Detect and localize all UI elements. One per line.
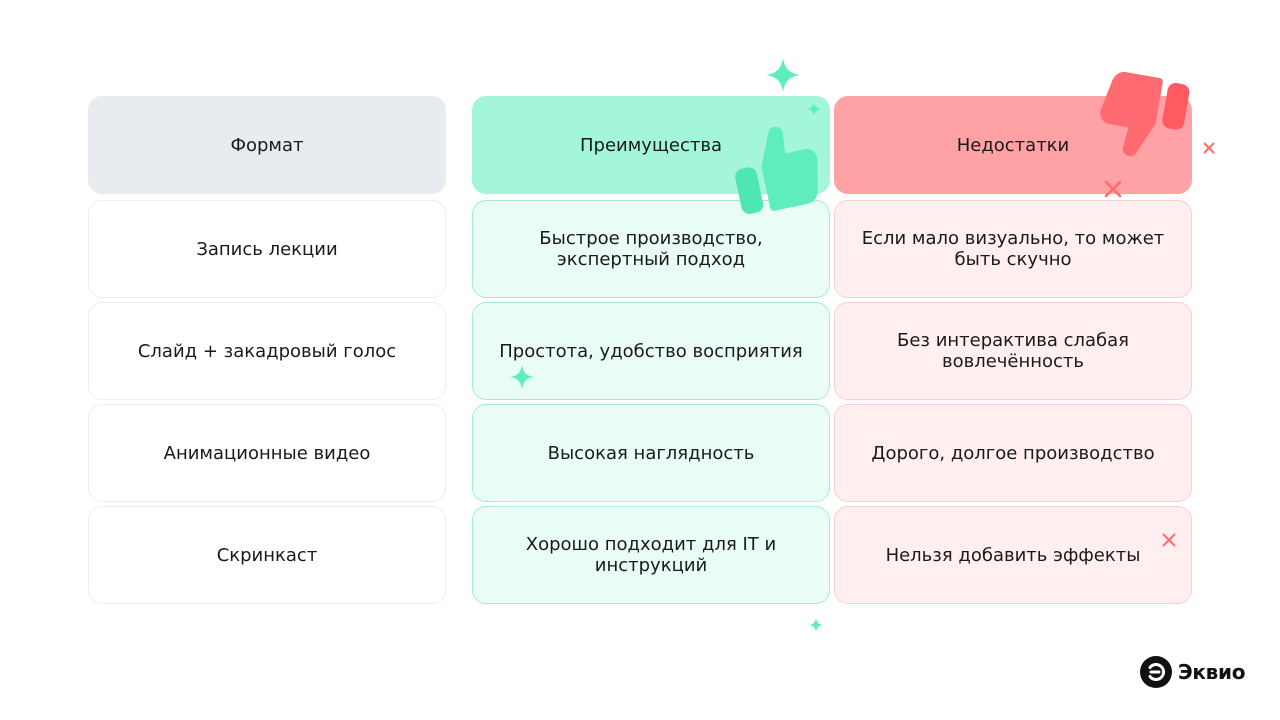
pros-cell: Быстрое производство, экспертный подход [472, 200, 830, 298]
format-text: Скринкаст [216, 544, 318, 566]
sparkle-icon [807, 102, 821, 116]
pros-cell: Простота, удобство восприятия [472, 302, 830, 400]
cons-text: Без интерактива слабая вовлечённость [896, 330, 1129, 372]
format-text: Запись лекции [196, 238, 338, 260]
equio-logo-icon [1140, 656, 1172, 688]
pros-text: Быстрое производство, экспертный подход [539, 228, 763, 270]
pros-cell: Высокая наглядность [472, 404, 830, 502]
pros-cell: Хорошо подходит для IT и инструкций [472, 506, 830, 604]
format-cell: Слайд + закадровый голос [88, 302, 446, 400]
header-format: Формат [88, 96, 446, 194]
cons-cell: Дорого, долгое производство [834, 404, 1192, 502]
cons-cell: Нельзя добавить эффекты [834, 506, 1192, 604]
format-text: Слайд + закадровый голос [137, 340, 397, 362]
format-cell: Скринкаст [88, 506, 446, 604]
pros-text: Простота, удобство восприятия [499, 340, 803, 362]
format-text: Анимационные видео [163, 442, 371, 464]
sparkle-icon [766, 58, 800, 92]
header-cons-label: Недостатки [956, 134, 1070, 156]
sparkle-icon [510, 365, 534, 389]
brand-logo: Эквио [1140, 656, 1245, 688]
pros-text: Хорошо подходит для IT и инструкций [525, 534, 777, 576]
cons-text: Если мало визуально, то может быть скучн… [861, 228, 1165, 270]
cross-icon [1104, 180, 1122, 198]
format-cell: Запись лекции [88, 200, 446, 298]
header-pros-label: Преимущества [579, 134, 722, 156]
cons-text: Дорого, долгое производство [871, 442, 1155, 464]
cross-icon [1203, 142, 1215, 154]
thumbs-up-icon [735, 126, 818, 214]
cons-cell: Если мало визуально, то может быть скучн… [834, 200, 1192, 298]
cons-cell: Без интерактива слабая вовлечённость [834, 302, 1192, 400]
format-cell: Анимационные видео [88, 404, 446, 502]
thumbs-down-icon [1100, 71, 1190, 157]
brand-name: Эквио [1178, 660, 1246, 684]
sparkle-icon [809, 618, 823, 632]
pros-text: Высокая наглядность [547, 442, 755, 464]
cross-icon [1162, 533, 1176, 547]
cons-text: Нельзя добавить эффекты [885, 544, 1141, 566]
header-format-label: Формат [230, 134, 304, 156]
